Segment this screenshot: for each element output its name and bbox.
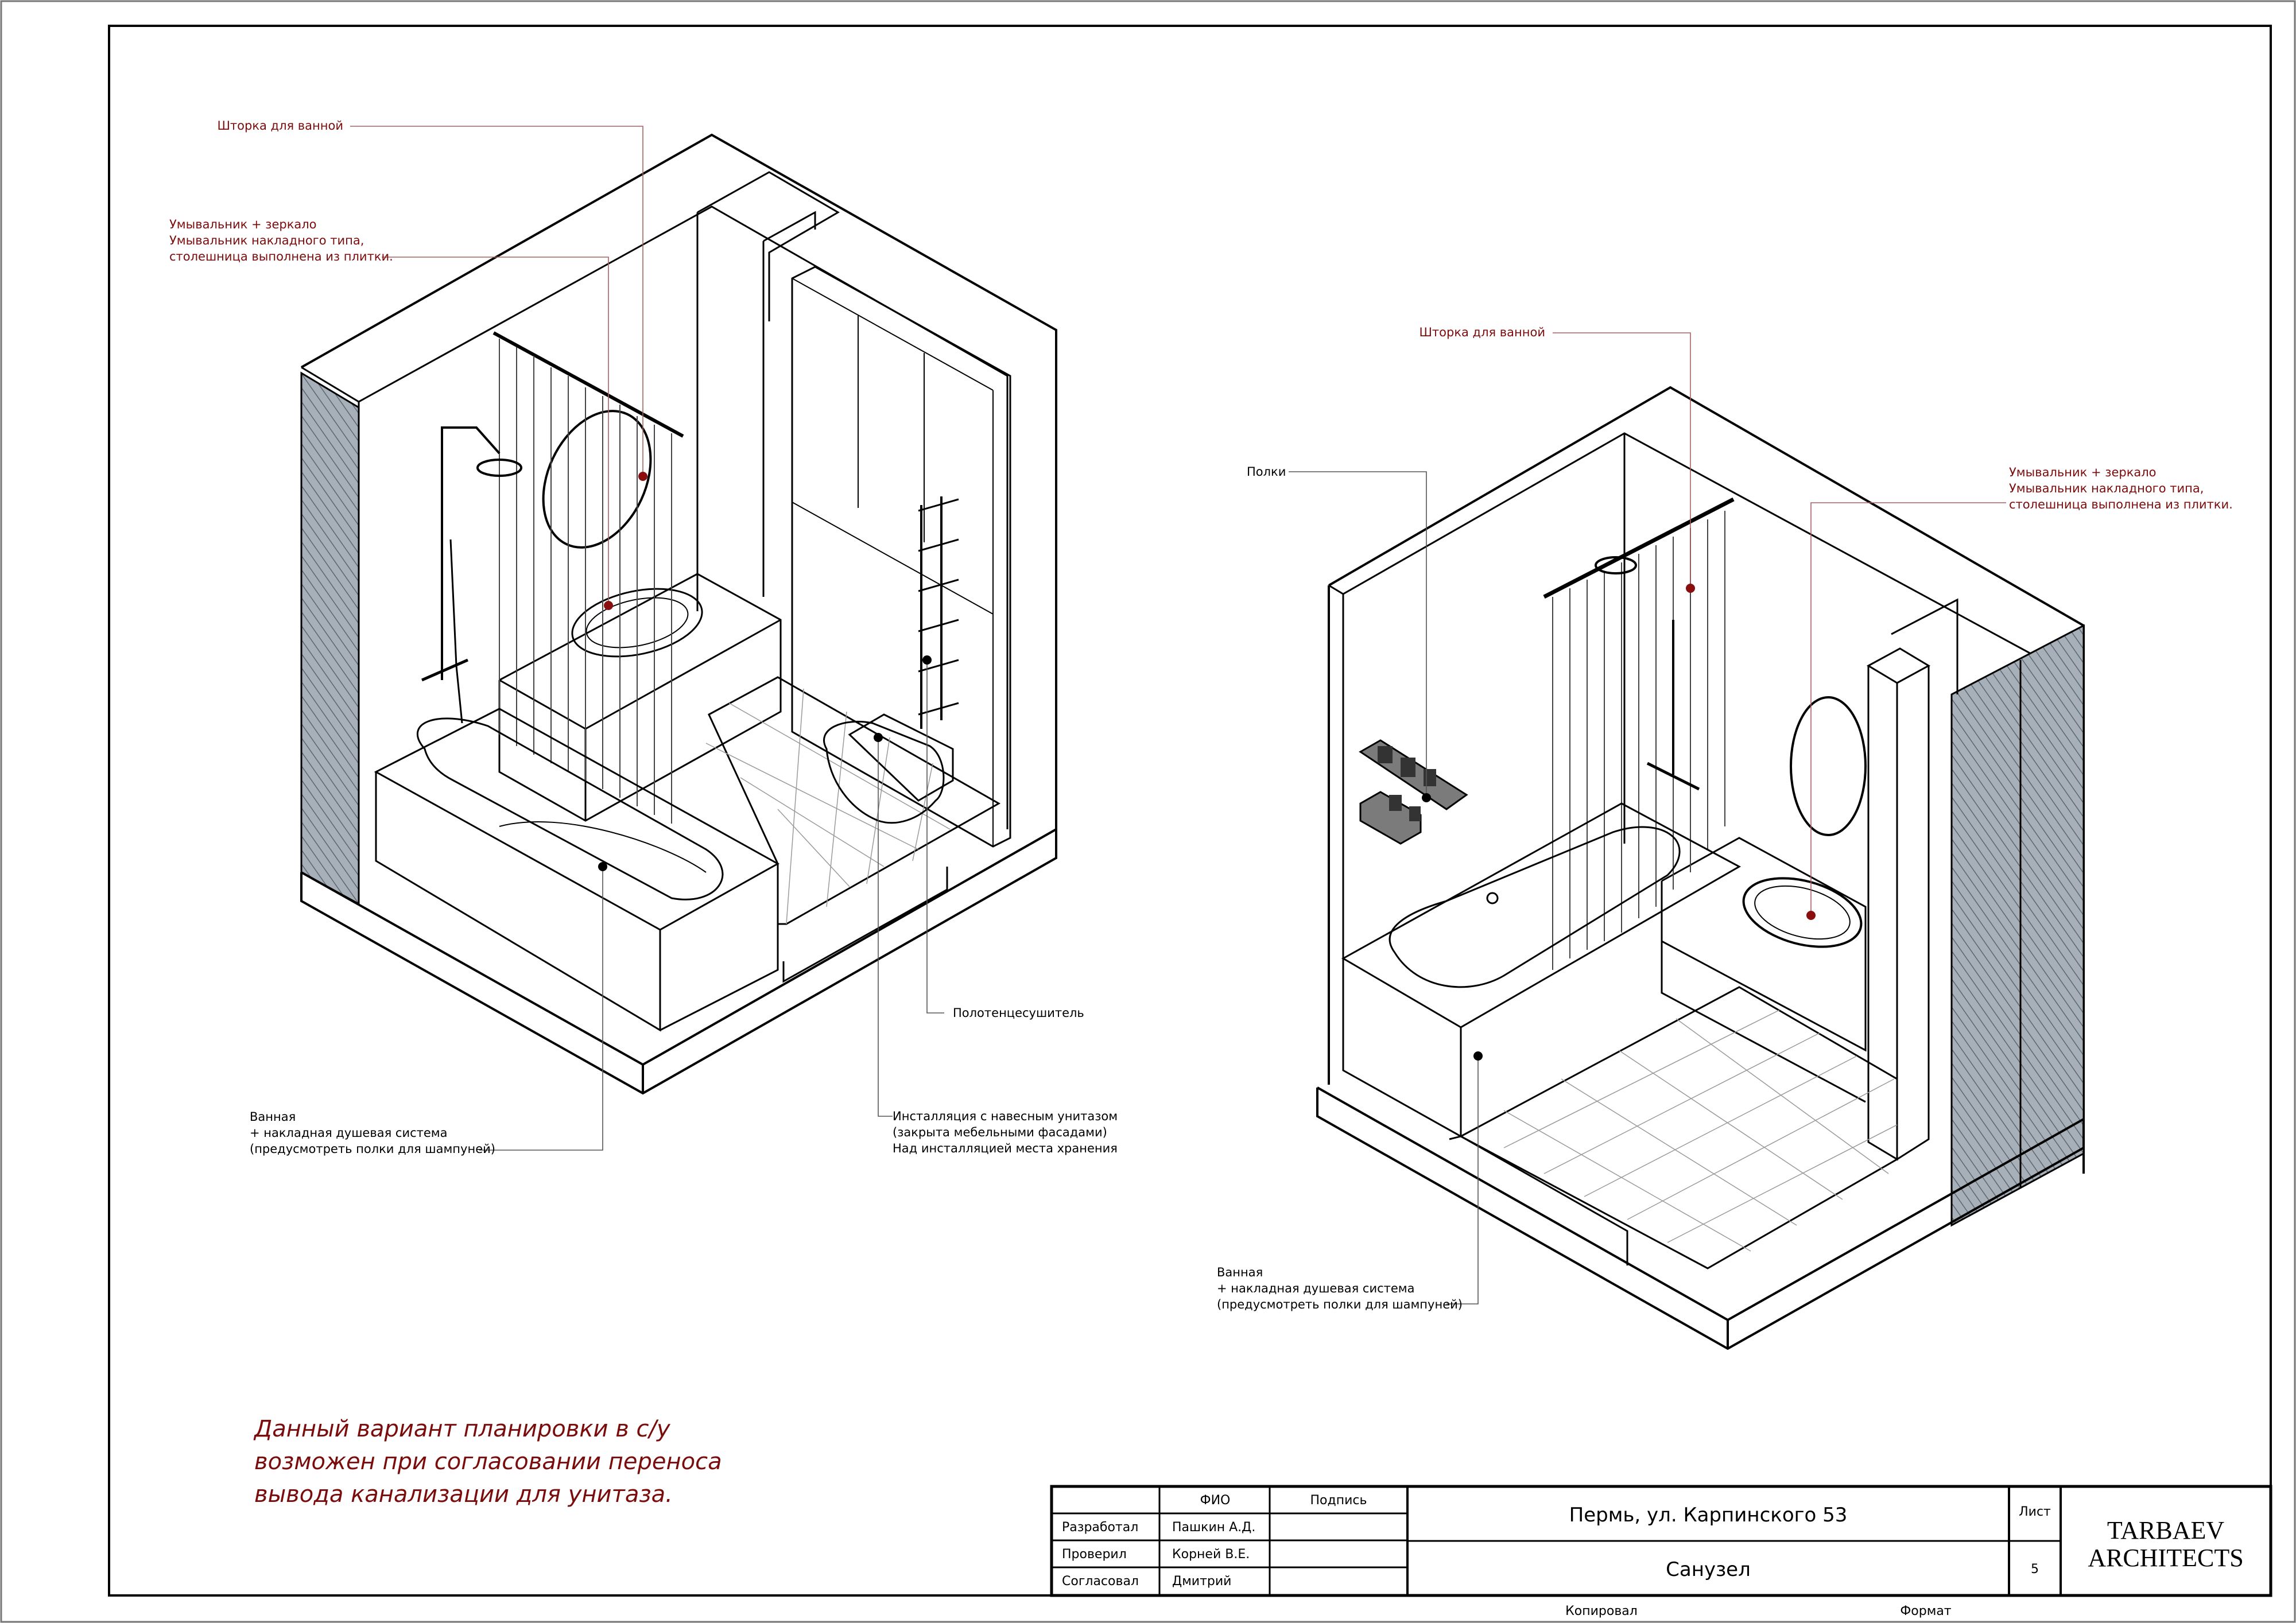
right-label-sink-line3: столешница выполнена из плитки. bbox=[2009, 498, 2233, 511]
title-sheet-label: Лист bbox=[2019, 1505, 2051, 1519]
title-address: Пермь, ул. Карпинского 53 bbox=[1569, 1504, 1848, 1527]
note-line2: возможен при согласовании переноса bbox=[254, 1449, 722, 1475]
left-label-sink-line1: Умывальник + зеркало bbox=[169, 218, 317, 231]
note-line1: Данный вариант планировки в с/у bbox=[253, 1416, 671, 1442]
left-label-towel-rail: Полотенцесушитель bbox=[953, 1006, 1084, 1020]
footer-copied: Копировал bbox=[1565, 1604, 1638, 1618]
left-label-install-line3: Над инсталляцией места хранения bbox=[893, 1141, 1118, 1155]
wall-hung-toilet bbox=[823, 713, 954, 824]
right-label-sink-line2: Умывальник накладного типа, bbox=[2009, 482, 2204, 495]
title-row3-role: Согласовал bbox=[1062, 1574, 1139, 1589]
right-shower-column bbox=[1595, 556, 1700, 791]
right-label-bath-line1: Ванная bbox=[1217, 1265, 1263, 1279]
title-row1-role: Разработал bbox=[1062, 1520, 1138, 1535]
left-label-sink-line2: Умывальник накладного типа, bbox=[169, 234, 364, 247]
right-vanity bbox=[1661, 837, 1867, 1103]
vanity-counter bbox=[498, 573, 782, 822]
title-sheet-number: 5 bbox=[2031, 1562, 2039, 1577]
right-label-sink-line1: Умывальник + зеркало bbox=[2009, 465, 2157, 479]
partition-column bbox=[1866, 598, 1958, 1161]
left-isometric-bathroom bbox=[300, 126, 1057, 1151]
right-label-curtain: Шторка для ванной bbox=[1419, 325, 1545, 339]
title-col-fio: ФИО bbox=[1200, 1493, 1231, 1508]
company-name-line1: TARBAEV bbox=[2107, 1516, 2224, 1544]
left-label-bath-line3: (предусмотреть полки для шампуней) bbox=[250, 1142, 495, 1156]
company-name-line2: ARCHITECTS bbox=[2088, 1544, 2243, 1572]
title-row2-role: Проверил bbox=[1062, 1547, 1127, 1562]
left-wall-hatch bbox=[300, 371, 360, 906]
left-label-install-line2: (закрыта мебельными фасадами) bbox=[893, 1125, 1107, 1139]
right-wall-hatch bbox=[1950, 624, 2085, 1227]
right-label-bath-line3: (предусмотреть полки для шампуней) bbox=[1217, 1298, 1463, 1311]
towel-rail bbox=[918, 496, 959, 729]
right-floor-tiles bbox=[1459, 986, 1898, 1269]
round-mirror bbox=[542, 410, 652, 549]
bathtub bbox=[374, 708, 780, 1032]
shower-curtain bbox=[492, 331, 684, 824]
wardrobe bbox=[791, 266, 1011, 848]
oval-mirror bbox=[1790, 696, 1867, 836]
left-label-install-line1: Инсталляция с навесным унитазом bbox=[893, 1109, 1118, 1123]
right-label-shelves: Полки bbox=[1247, 465, 1286, 479]
shower-column bbox=[421, 426, 522, 724]
title-block bbox=[1050, 1485, 2272, 1597]
title-row3-name: Дмитрий bbox=[1172, 1574, 1231, 1589]
title-sheet-title: Санузел bbox=[1666, 1558, 1751, 1581]
left-label-bath-line1: Ванная bbox=[250, 1110, 296, 1124]
left-label-bath-line2: + накладная душевая система bbox=[250, 1126, 448, 1140]
left-label-curtain: Шторка для ванной bbox=[217, 119, 343, 133]
left-label-sink-line3: столешница выполнена из плитки. bbox=[169, 250, 393, 263]
note-line3: вывода канализации для унитаза. bbox=[254, 1481, 673, 1508]
right-label-bath-line2: + накладная душевая система bbox=[1217, 1282, 1415, 1295]
title-row1-name: Пашкин А.Д. bbox=[1172, 1520, 1255, 1535]
drawing-frame bbox=[108, 25, 2272, 1597]
title-row2-name: Корней В.Е. bbox=[1172, 1547, 1250, 1562]
wall-shelves bbox=[1359, 739, 1468, 845]
title-col-sign: Подпись bbox=[1310, 1493, 1367, 1508]
floor-tiles bbox=[705, 676, 1001, 925]
right-shower-curtain bbox=[1543, 497, 1735, 970]
right-bathtub bbox=[1341, 802, 1742, 1138]
footer-format: Формат bbox=[1900, 1604, 1951, 1618]
right-isometric-bathroom bbox=[1289, 332, 2085, 1350]
